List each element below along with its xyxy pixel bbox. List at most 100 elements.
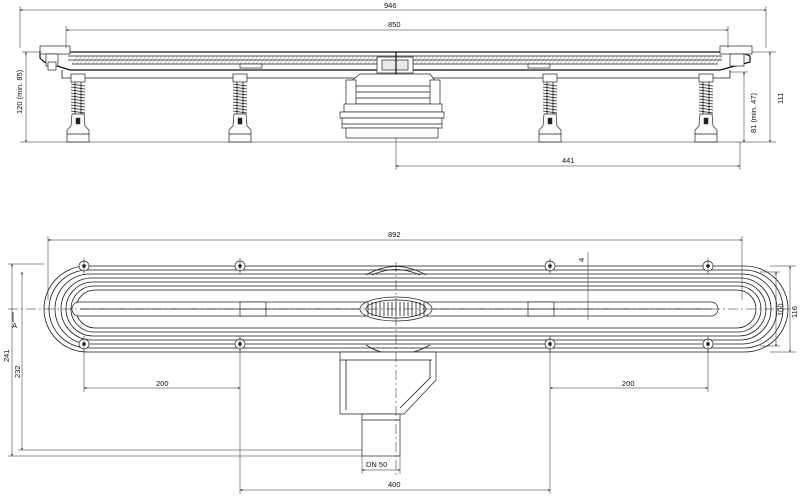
hatch-line	[167, 55, 175, 65]
hatch-line	[507, 55, 515, 65]
spring-coil	[70, 104, 86, 108]
hatch-line	[627, 55, 635, 65]
foot-screw	[237, 117, 243, 125]
hatch-line	[327, 55, 335, 65]
hatch-line	[479, 55, 487, 65]
hatch-line	[423, 55, 431, 65]
foot-screw	[75, 117, 81, 125]
hatch-line	[687, 55, 695, 65]
hatch-line	[79, 55, 87, 65]
hatch-line	[431, 55, 439, 65]
hatch-line	[95, 55, 103, 65]
dim-width-channel: 100	[776, 303, 785, 316]
support-feet	[66, 73, 718, 143]
spring-coil	[70, 101, 86, 105]
foot-screw	[703, 117, 709, 125]
hatch-line	[367, 55, 375, 65]
foot-screw	[547, 117, 553, 125]
hatch-line	[171, 55, 179, 65]
hatch-line	[667, 55, 675, 65]
hatch-line	[123, 55, 131, 65]
hatch-line	[175, 55, 183, 65]
spring-coil	[698, 86, 714, 90]
hatch-line	[451, 55, 459, 65]
hatch-line	[699, 55, 707, 65]
hatch-line	[611, 55, 619, 65]
spring-coil	[232, 86, 248, 90]
hatch-line	[251, 55, 259, 65]
hatch-line	[435, 55, 443, 65]
dim-foot-spacing-left: 200	[156, 379, 169, 388]
hatch-line	[567, 55, 575, 65]
hatch-line	[427, 55, 435, 65]
hatch-line	[583, 55, 591, 65]
hatch-line	[575, 55, 583, 65]
hatch-line	[135, 55, 143, 65]
hatch-line	[671, 55, 679, 65]
hatch-line	[291, 55, 299, 65]
hatch-line	[199, 55, 207, 65]
spring-coil	[232, 104, 248, 108]
foot-base	[538, 113, 562, 143]
hatch-line	[491, 55, 499, 65]
dim-height-foot: 81 (min. 47)	[749, 92, 758, 133]
hatch-line	[179, 55, 187, 65]
hatch-line	[267, 55, 275, 65]
hatch-line	[211, 55, 219, 65]
hatch-line	[315, 55, 323, 65]
hatch-line	[459, 55, 467, 65]
hatch-line	[191, 55, 199, 65]
hatch-line	[527, 55, 535, 65]
hatch-line	[615, 55, 623, 65]
spring-coil	[70, 95, 86, 99]
hatch-line	[187, 55, 195, 65]
hatch-line	[363, 55, 371, 65]
outlet-pipe	[339, 351, 437, 457]
hatch-line	[147, 55, 155, 65]
screw-hole	[78, 336, 90, 352]
hatch-line	[483, 55, 491, 65]
hatch-line	[111, 55, 119, 65]
hatch-line	[683, 55, 691, 65]
spring-coil	[232, 89, 248, 93]
hatch-line	[215, 55, 223, 65]
hatch-line	[71, 55, 79, 65]
hatch-line	[675, 55, 683, 65]
hatch-line	[163, 55, 171, 65]
spring-coil	[698, 104, 714, 108]
hatch-line	[255, 55, 263, 65]
hatch-line	[691, 55, 699, 65]
spring-coil	[698, 89, 714, 93]
hatch-line	[83, 55, 91, 65]
hatch-line	[663, 55, 671, 65]
hatch-line	[563, 55, 571, 65]
dim-width-body: 116	[790, 306, 799, 318]
hatch-line	[119, 55, 127, 65]
hatch-line	[91, 55, 99, 65]
hatch-line	[271, 55, 279, 65]
spring-coil	[70, 86, 86, 90]
hatch-line	[643, 55, 651, 65]
spring-coil	[542, 107, 558, 111]
screw-hole	[234, 258, 246, 274]
hatch-line	[595, 55, 603, 65]
hatch-line	[591, 55, 599, 65]
hatch-line	[339, 55, 347, 65]
hatch-line	[231, 55, 239, 65]
hatch-line	[439, 55, 447, 65]
dim-height-right: 111	[776, 93, 785, 104]
dim-overall-length: 946	[384, 1, 397, 10]
hatch-line	[623, 55, 631, 65]
spring-coil	[698, 110, 714, 114]
hatch-line	[579, 55, 587, 65]
grate-hatching	[71, 55, 723, 65]
hatch-line	[503, 55, 511, 65]
hatch-line	[715, 55, 723, 65]
hatch-line	[543, 55, 551, 65]
hatch-line	[359, 55, 367, 65]
spring-coil	[698, 95, 714, 99]
hatch-line	[487, 55, 495, 65]
hatch-line	[107, 55, 115, 65]
hatch-line	[343, 55, 351, 65]
spring-coil	[232, 107, 248, 111]
